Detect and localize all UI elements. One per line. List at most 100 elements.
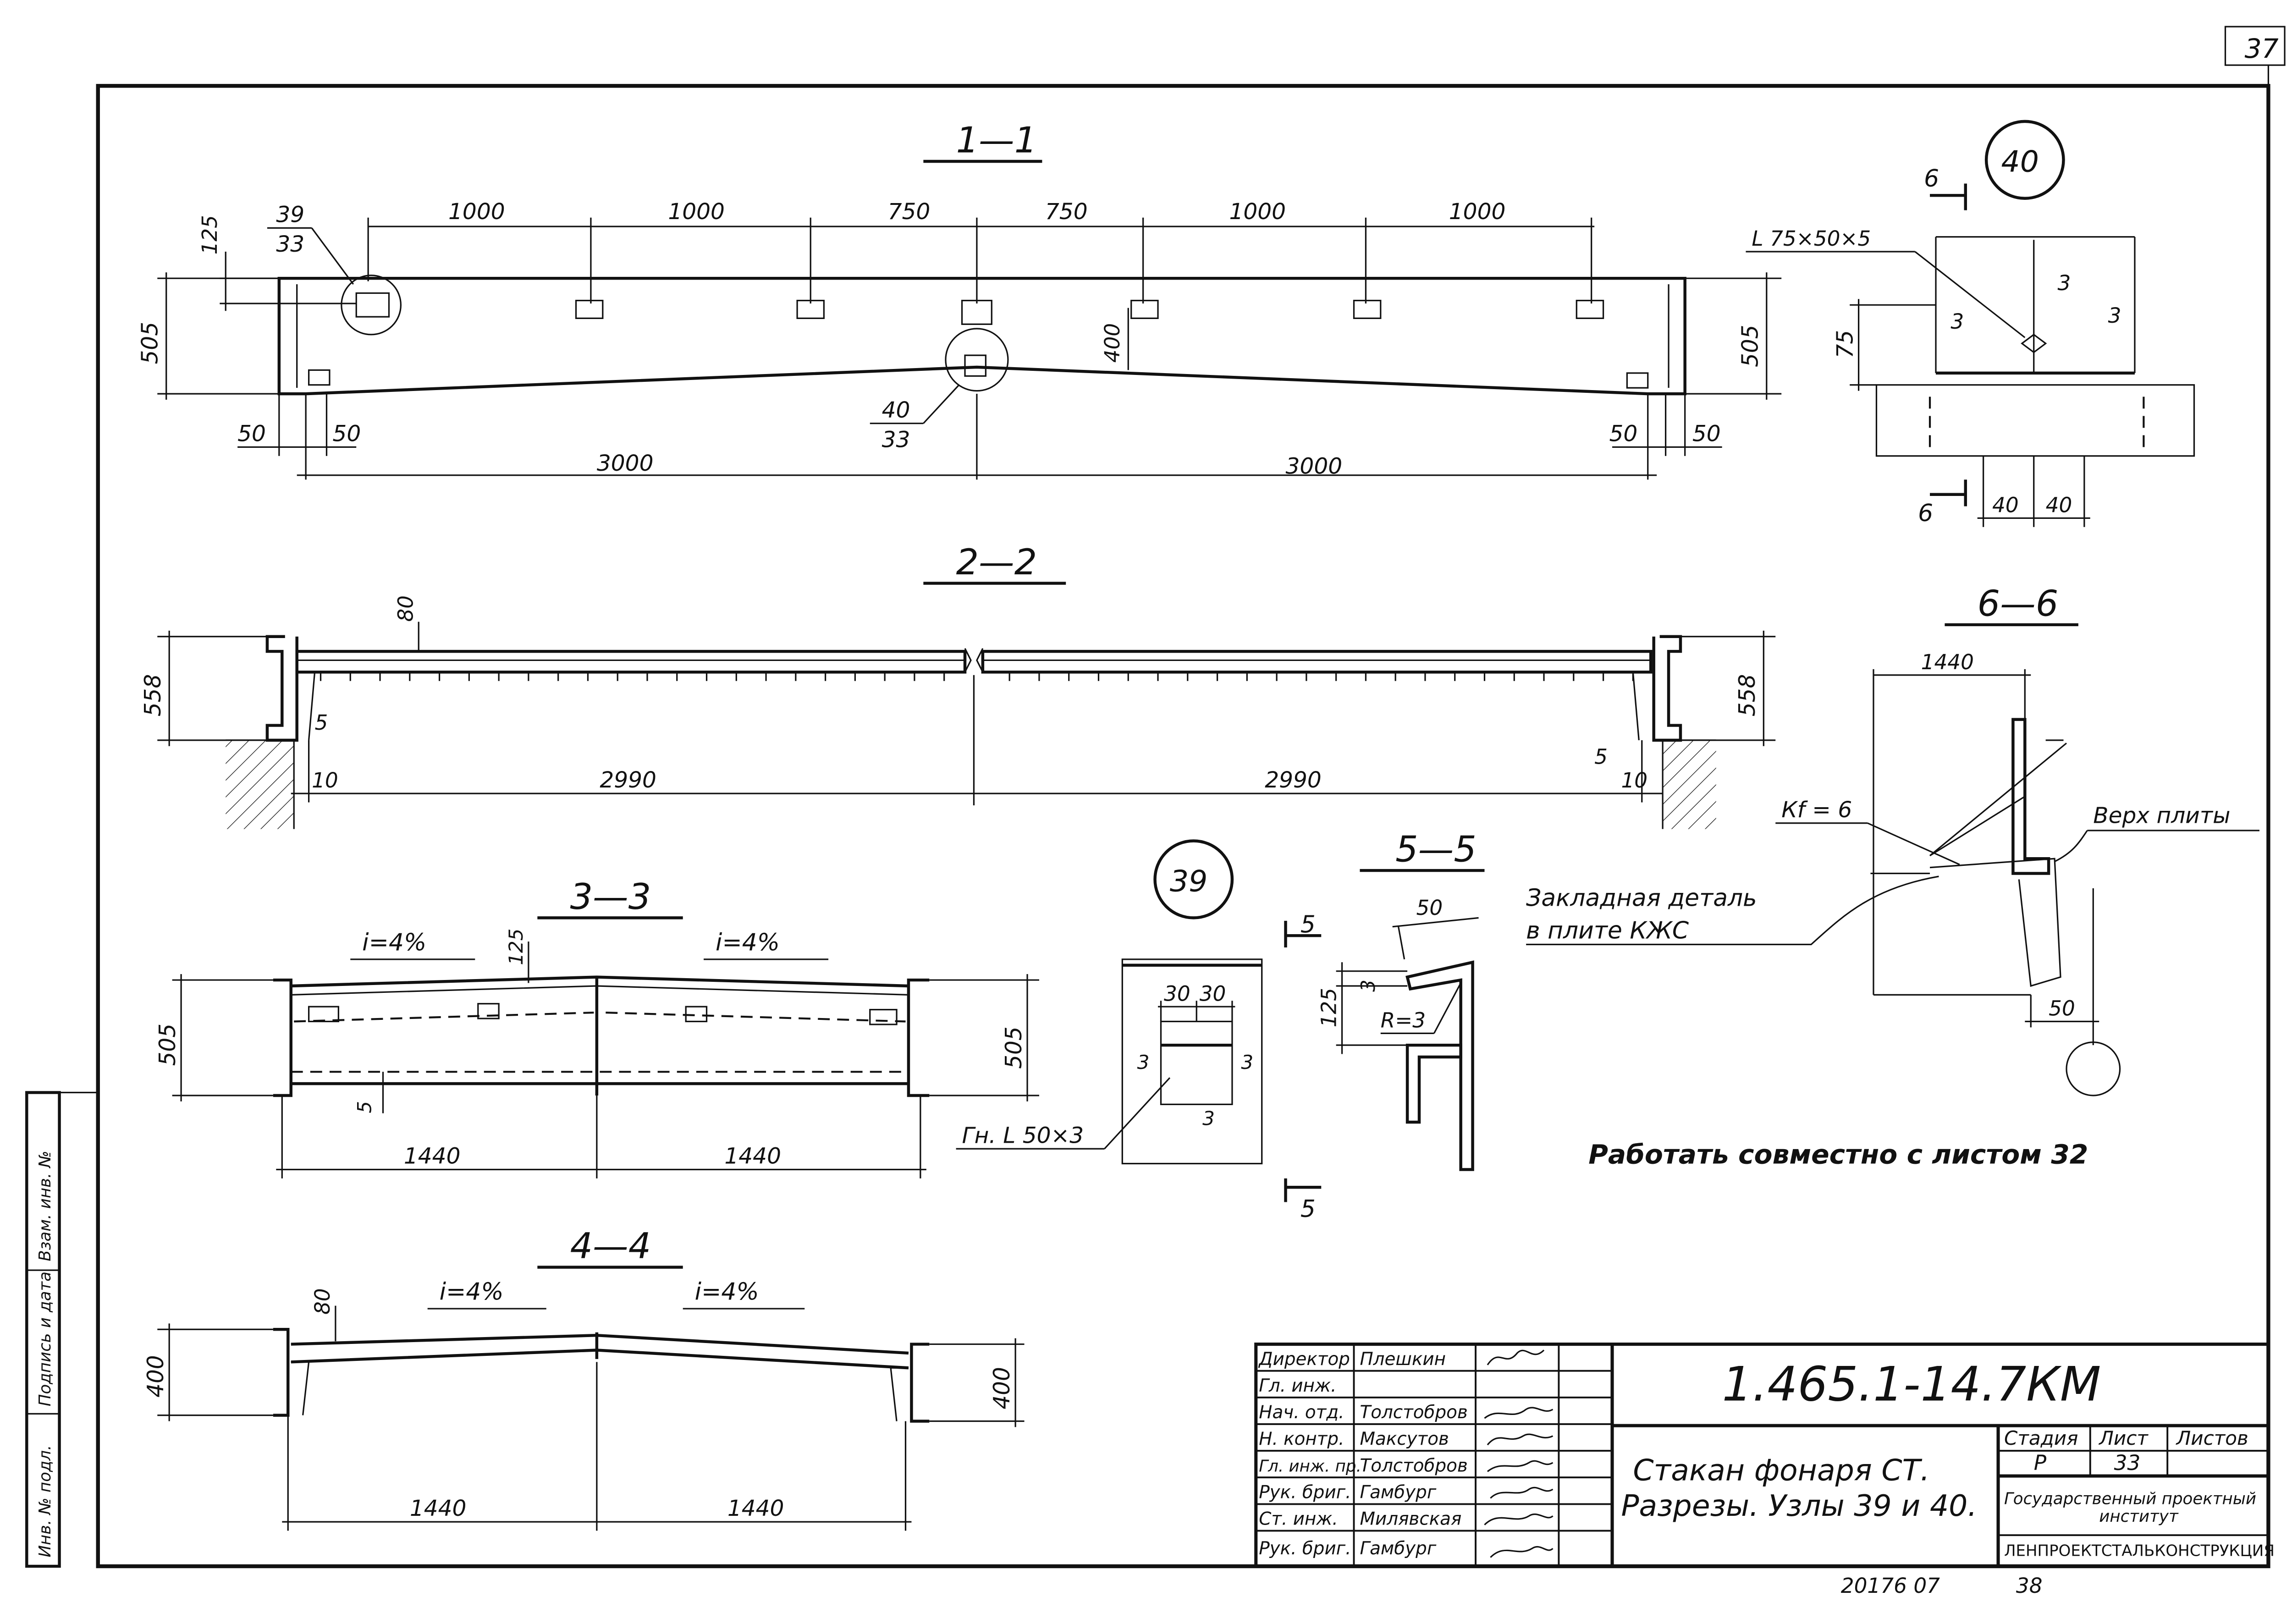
dim-1440-66: 1440	[1921, 650, 1974, 674]
sig-role-2: Гл. инж.	[1259, 1376, 1336, 1396]
edge-50-a: 50	[237, 421, 266, 447]
height-505-right-33: 505	[1001, 1026, 1027, 1068]
span-2990-left: 2990	[600, 767, 656, 793]
corner-sheet-number: 37	[2245, 33, 2279, 64]
dim-5-33: 5	[353, 1101, 376, 1113]
dim-750-2: 750	[1045, 199, 1088, 225]
sig-name-8: Гамбург	[1360, 1538, 1436, 1559]
section-3-3: 3—3 i=4% i=4% 125 505 505	[155, 876, 1039, 1178]
signature-scribbles	[1484, 1349, 1554, 1558]
org-line-1: Государственный проектный	[2004, 1489, 2256, 1508]
stage-value: Р	[2034, 1451, 2047, 1475]
node-40-weld-left: 3	[1950, 309, 1964, 334]
height-400-right-44: 400	[989, 1367, 1015, 1409]
sheet-value: 33	[2114, 1451, 2141, 1475]
stamp-replace-inv: Взам. инв. №	[36, 1151, 55, 1261]
sig-role-6: Рук. бриг.	[1259, 1482, 1351, 1503]
section-1-1: 1—1 1000 1000 750 750 1000 1000	[137, 120, 1782, 480]
sig-name-6: Гамбург	[1360, 1482, 1436, 1503]
cut-5-bottom: 5	[1300, 1195, 1316, 1223]
dim-50-55: 50	[1416, 896, 1443, 920]
node-39-weld-bottom: 3	[1202, 1107, 1215, 1130]
dim-80-22: 80	[393, 595, 418, 622]
org-line-2: институт	[2099, 1507, 2179, 1526]
height-558-left: 558	[140, 674, 166, 716]
slope-right-33: i=4%	[716, 929, 780, 957]
width-1440-left-33: 1440	[404, 1144, 461, 1169]
section-4-4: 4—4 i=4% i=4% 80 400 400 1440 1440	[143, 1226, 1025, 1531]
dim-125-33: 125	[505, 929, 527, 965]
sig-name-1: Плешкин	[1360, 1349, 1446, 1370]
dim-1000-2: 1000	[668, 199, 725, 225]
width-1440-left-44: 1440	[410, 1496, 467, 1521]
archive-number: 20176 07	[1841, 1574, 1940, 1598]
section-2-2: 2—2	[140, 542, 1776, 829]
sheet-header: Лист	[2098, 1427, 2149, 1449]
sig-name-5: Толстобров	[1360, 1455, 1467, 1476]
bearing-10-left: 10	[312, 768, 338, 793]
node-40-weld-right: 3	[2108, 303, 2121, 328]
node-40-detail: 40 6 6 L 75×50×5 75 3 3 3 40 40	[1746, 120, 2195, 527]
sig-name-7: Милявская	[1360, 1509, 1461, 1530]
cut-6-top: 6	[1924, 165, 1939, 193]
node-40-dim-40b: 40	[2046, 493, 2072, 517]
sig-role-1: Директор	[1258, 1349, 1350, 1370]
edge-50-d: 50	[1692, 421, 1721, 447]
document-code: 1.465.1-14.7КМ	[1722, 1357, 2101, 1412]
section-5-5: 5—5 5 5 50 3 125 R=3	[1284, 829, 1485, 1223]
node-39-ref: 39	[276, 202, 304, 228]
radius-55: R=3	[1381, 1008, 1426, 1032]
dim-1000-1: 1000	[448, 199, 505, 225]
title-line-2: Разрезы. Узлы 39 и 40.	[1621, 1489, 1977, 1523]
section-1-1-title: 1—1	[956, 120, 1037, 161]
height-505-left: 505	[137, 322, 163, 364]
slope-right-44: i=4%	[695, 1278, 759, 1306]
node-39-weld-right: 3	[1241, 1051, 1253, 1073]
width-1440-right-44: 1440	[727, 1496, 784, 1521]
stamp-signature-date: Подпись и дата	[36, 1272, 55, 1406]
dim-1000-4: 1000	[1449, 199, 1506, 225]
page-number: 38	[2016, 1574, 2043, 1598]
cut-6-bottom: 6	[1918, 500, 1933, 527]
bearing-10-right: 10	[1621, 768, 1647, 793]
sheets-header: Листов	[2176, 1427, 2248, 1449]
sig-name-3: Толстобров	[1360, 1402, 1467, 1423]
section-6-6: 6—6 1440 Кf = 6 Верх плиты Закладная дет…	[1526, 584, 2259, 1096]
sig-role-8: Рук. бриг.	[1259, 1538, 1351, 1559]
node-40-ref: 40	[882, 397, 910, 423]
stage-header: Стадия	[2004, 1427, 2078, 1449]
sig-role-5: Гл. инж. пр.	[1259, 1457, 1361, 1475]
node-40-weld-top: 3	[2058, 271, 2071, 295]
dim-3-55: 3	[1357, 980, 1379, 992]
dim-125-55: 125	[1317, 988, 1341, 1027]
span-3000-right: 3000	[1286, 454, 1343, 479]
node-40-dim-40a: 40	[1992, 493, 2019, 517]
gap-5-right: 5	[1594, 745, 1608, 769]
dim-750-1: 750	[888, 199, 931, 225]
node-39-angle-callout: Гн. L 50×3	[962, 1123, 1084, 1148]
slope-left-44: i=4%	[440, 1278, 504, 1306]
dim-400-mid: 400	[1100, 323, 1124, 363]
width-1440-right-33: 1440	[724, 1144, 781, 1169]
span-3000-left: 3000	[597, 451, 654, 476]
sig-role-7: Ст. инж.	[1259, 1509, 1338, 1530]
section-6-6-title: 6—6	[1978, 584, 2059, 625]
sheet-frame: 37	[96, 26, 2286, 1569]
section-2-2-title: 2—2	[956, 542, 1037, 583]
title-line-1: Стакан фонаря СТ.	[1633, 1453, 1929, 1488]
dim-80-44: 80	[310, 1288, 335, 1315]
work-together-note: Работать совместно с листом 32	[1588, 1139, 2088, 1170]
height-558-right: 558	[1735, 674, 1760, 716]
cut-5-top: 5	[1300, 911, 1316, 939]
height-505-right: 505	[1737, 325, 1763, 367]
embedded-part-line1: Закладная деталь	[1526, 885, 1757, 912]
node-40-angle-callout: L 75×50×5	[1752, 226, 1871, 251]
sig-name-4: Максутов	[1360, 1429, 1449, 1449]
node-40-circle-label: 40	[2001, 145, 2039, 179]
title-block: Директор Плешкин Гл. инж. Нач. отд. Толс…	[1254, 1343, 2275, 1568]
top-of-slab-label: Верх плиты	[2093, 803, 2230, 829]
embedded-part-line2: в плите КЖС	[1526, 917, 1689, 945]
edge-50-b: 50	[332, 421, 361, 447]
gap-5-left: 5	[315, 710, 328, 735]
